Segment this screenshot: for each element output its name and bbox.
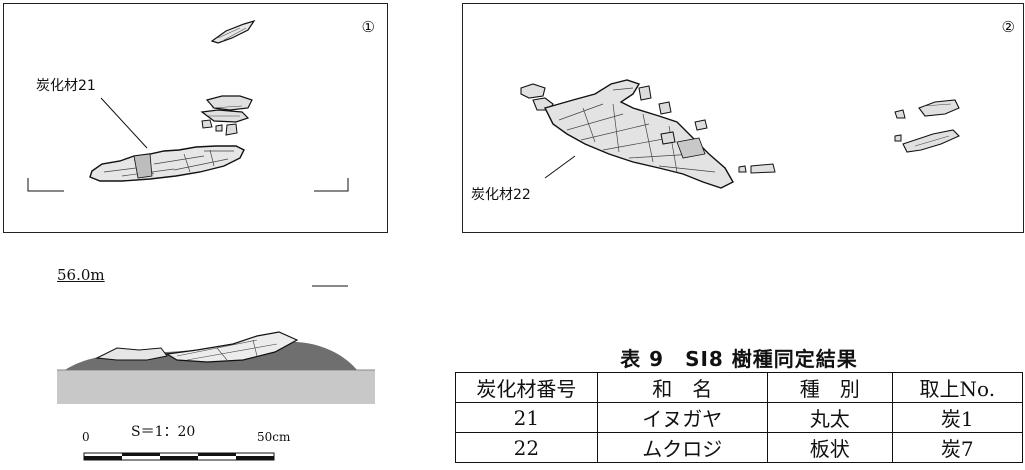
specimen-label-21: 炭化材21: [36, 78, 96, 94]
scale-ratio: S＝1：20: [131, 424, 196, 440]
elevation-label: 56.0m: [57, 266, 105, 284]
table-header-row: 炭化材番号 和 名 種 別 取上No.: [455, 372, 1024, 403]
col-header: 炭化材番号: [455, 372, 598, 403]
table-cell: ムクロジ: [596, 432, 768, 463]
table-cell: 炭1: [891, 402, 1024, 433]
col-header: 和 名: [596, 372, 768, 403]
table-cell: 丸太: [766, 402, 893, 433]
table-row: 22 ムクロジ 板状 炭7: [455, 432, 1024, 463]
scale-zero: 0: [82, 430, 90, 444]
plan-panel-1: ① 炭化材21: [3, 3, 388, 233]
col-header: 取上No.: [891, 372, 1024, 403]
table-cell: 板状: [766, 432, 893, 463]
table-cell: 22: [455, 432, 598, 463]
scale-bar: [83, 452, 275, 461]
panel-number-1: ①: [361, 18, 375, 36]
table-cell: イヌガヤ: [596, 402, 768, 433]
scale-end: 50cm: [257, 430, 291, 444]
plan-drawing-2: [520, 79, 960, 189]
table-row: 21 イヌガヤ 丸太 炭1: [455, 402, 1024, 433]
plan-panel-2: ② 炭化材22: [462, 3, 1024, 233]
table-cell: 21: [455, 402, 598, 433]
specimen-label-22: 炭化材22: [471, 187, 531, 203]
species-table: 炭化材番号 和 名 種 別 取上No. 21 イヌガヤ 丸太 炭1 22 ムクロ…: [455, 372, 1024, 463]
table-cell: 炭7: [891, 432, 1024, 463]
elevation-line-right: [312, 285, 348, 287]
col-header: 種 別: [766, 372, 893, 403]
section-drawing: [57, 331, 375, 404]
plan-drawing-1: [27, 19, 349, 192]
panel-number-2: ②: [1001, 18, 1015, 36]
table-title: 表 9 SI8 樹種同定結果: [620, 347, 858, 371]
